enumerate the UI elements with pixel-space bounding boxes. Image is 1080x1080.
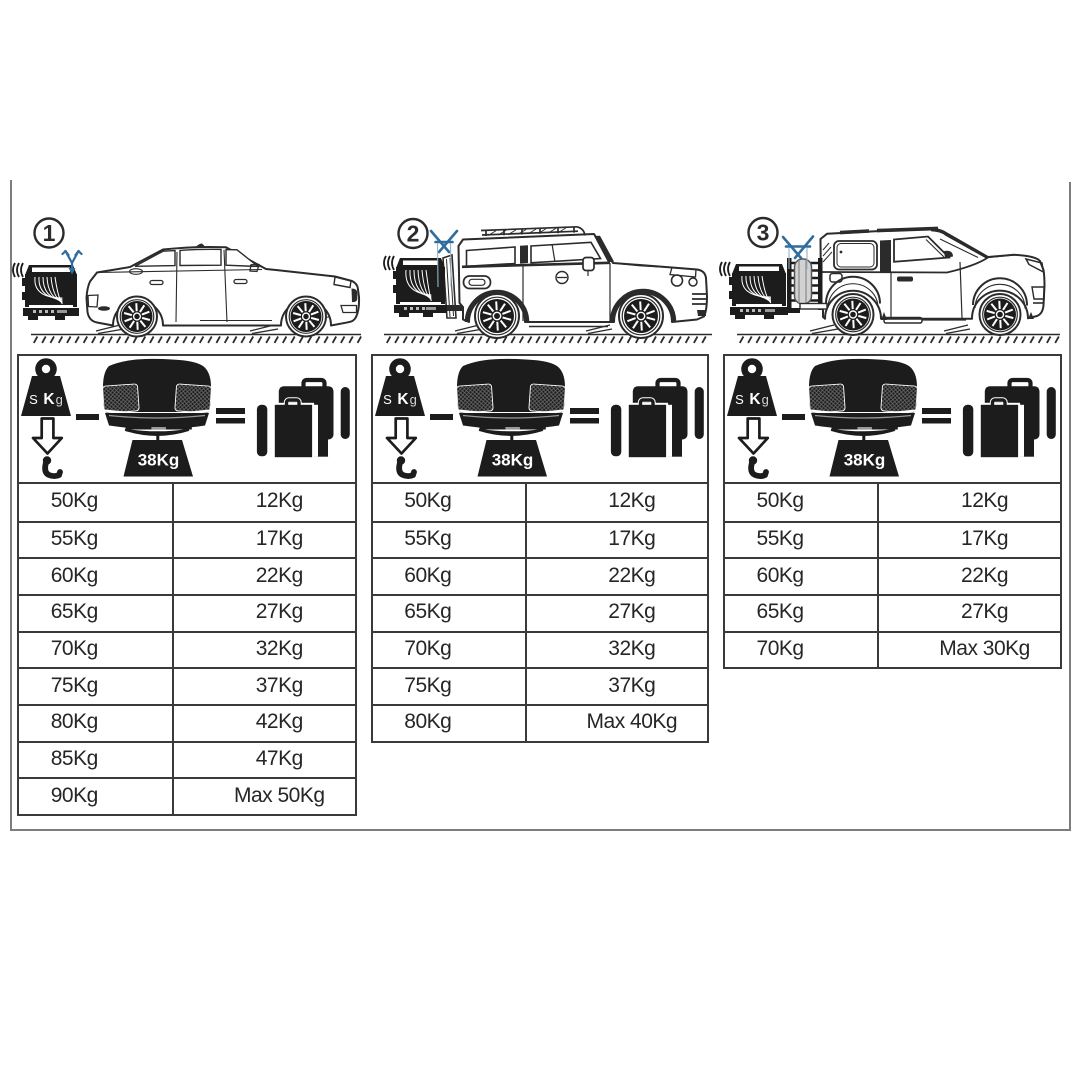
- svg-text:38Kg: 38Kg: [492, 451, 534, 470]
- svg-text:38Kg: 38Kg: [138, 451, 180, 470]
- svg-text:3: 3: [757, 220, 770, 246]
- svg-text:38Kg: 38Kg: [844, 451, 886, 470]
- svg-text:1: 1: [43, 220, 56, 246]
- svg-text:2: 2: [407, 221, 420, 247]
- svg-text:S Kg: S Kg: [383, 391, 418, 408]
- svg-text:S Kg: S Kg: [735, 391, 770, 408]
- svg-text:S Kg: S Kg: [29, 391, 64, 408]
